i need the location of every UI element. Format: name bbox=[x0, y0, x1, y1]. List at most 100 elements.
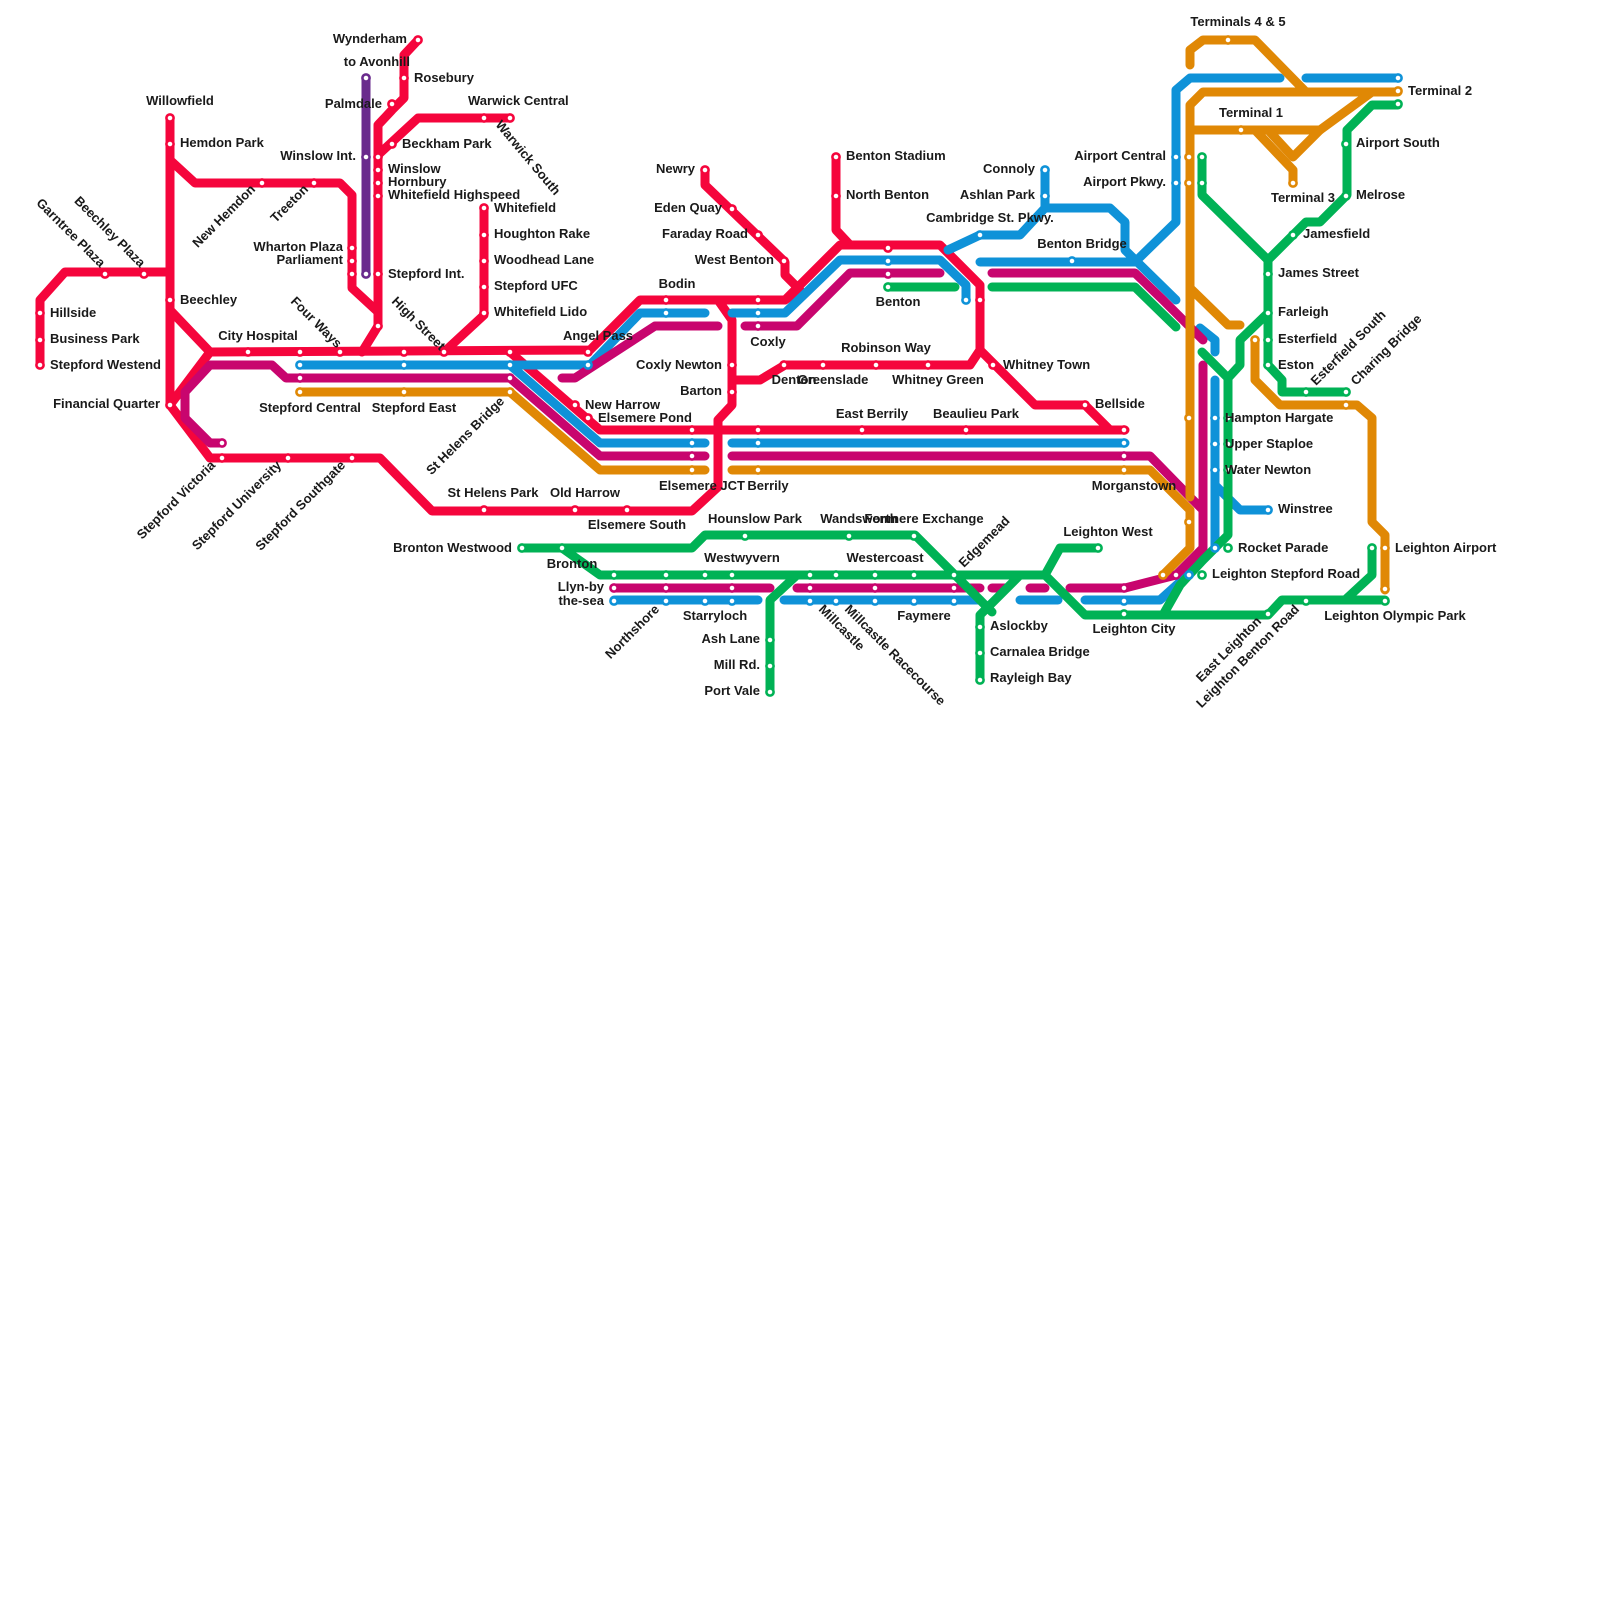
station-marker[interactable] bbox=[166, 296, 173, 303]
station-marker[interactable] bbox=[910, 532, 917, 539]
station-marker[interactable] bbox=[1224, 36, 1231, 43]
station-marker[interactable] bbox=[140, 270, 147, 277]
station-marker[interactable] bbox=[480, 283, 487, 290]
station-marker[interactable] bbox=[388, 100, 395, 107]
station-marker[interactable] bbox=[688, 426, 695, 433]
station-marker[interactable] bbox=[754, 439, 761, 446]
station-marker[interactable] bbox=[506, 348, 513, 355]
station-marker[interactable] bbox=[1381, 585, 1388, 592]
station-marker[interactable] bbox=[480, 114, 487, 121]
station-marker[interactable] bbox=[480, 257, 487, 264]
station-marker[interactable] bbox=[571, 401, 578, 408]
station-marker[interactable] bbox=[1172, 179, 1179, 186]
station-marker[interactable] bbox=[1264, 270, 1271, 277]
station-marker[interactable] bbox=[1120, 439, 1127, 446]
station-marker[interactable] bbox=[218, 439, 225, 446]
station-marker[interactable] bbox=[348, 270, 355, 277]
station-marker[interactable] bbox=[374, 166, 381, 173]
station-marker[interactable] bbox=[728, 584, 735, 591]
station-marker[interactable] bbox=[976, 623, 983, 630]
station-marker[interactable] bbox=[296, 374, 303, 381]
station-marker[interactable] bbox=[36, 336, 43, 343]
station-marker[interactable] bbox=[1081, 401, 1088, 408]
station-marker[interactable] bbox=[976, 676, 983, 683]
station-marker[interactable] bbox=[400, 361, 407, 368]
station-marker[interactable] bbox=[728, 571, 735, 578]
station-marker[interactable] bbox=[571, 506, 578, 513]
station-marker[interactable] bbox=[336, 348, 343, 355]
station-marker[interactable] bbox=[1264, 336, 1271, 343]
station-marker[interactable] bbox=[754, 466, 761, 473]
station-marker[interactable] bbox=[480, 309, 487, 316]
station-marker[interactable] bbox=[701, 597, 708, 604]
station-marker[interactable] bbox=[1211, 544, 1218, 551]
station-marker[interactable] bbox=[1289, 231, 1296, 238]
station-marker[interactable] bbox=[610, 584, 617, 591]
station-marker[interactable] bbox=[924, 361, 931, 368]
station-marker[interactable] bbox=[1381, 597, 1388, 604]
station-marker[interactable] bbox=[728, 205, 735, 212]
station-marker[interactable] bbox=[688, 466, 695, 473]
station-marker[interactable] bbox=[296, 361, 303, 368]
station-marker[interactable] bbox=[662, 597, 669, 604]
station-marker[interactable] bbox=[1120, 610, 1127, 617]
station-marker[interactable] bbox=[1302, 388, 1309, 395]
station-marker[interactable] bbox=[284, 454, 291, 461]
station-marker[interactable] bbox=[1198, 179, 1205, 186]
station-marker[interactable] bbox=[1342, 192, 1349, 199]
station-marker[interactable] bbox=[362, 153, 369, 160]
station-marker[interactable] bbox=[1120, 426, 1127, 433]
station-marker[interactable] bbox=[610, 571, 617, 578]
station-marker[interactable] bbox=[1120, 466, 1127, 473]
station-marker[interactable] bbox=[872, 361, 879, 368]
station-marker[interactable] bbox=[584, 361, 591, 368]
station-marker[interactable] bbox=[258, 179, 265, 186]
station-marker[interactable] bbox=[518, 544, 525, 551]
station-marker[interactable] bbox=[701, 571, 708, 578]
station-marker[interactable] bbox=[166, 401, 173, 408]
station-marker[interactable] bbox=[976, 649, 983, 656]
station-marker[interactable] bbox=[688, 439, 695, 446]
station-marker[interactable] bbox=[388, 140, 395, 147]
station-marker[interactable] bbox=[910, 571, 917, 578]
station-marker[interactable] bbox=[101, 270, 108, 277]
station-marker[interactable] bbox=[806, 597, 813, 604]
station-marker[interactable] bbox=[362, 74, 369, 81]
station-marker[interactable] bbox=[754, 296, 761, 303]
station-marker[interactable] bbox=[623, 506, 630, 513]
station-marker[interactable] bbox=[962, 426, 969, 433]
station-marker[interactable] bbox=[871, 597, 878, 604]
station-marker[interactable] bbox=[558, 544, 565, 551]
station-marker[interactable] bbox=[1211, 440, 1218, 447]
station-marker[interactable] bbox=[374, 322, 381, 329]
station-marker[interactable] bbox=[506, 388, 513, 395]
station-marker[interactable] bbox=[296, 388, 303, 395]
station-marker[interactable] bbox=[296, 348, 303, 355]
station-marker[interactable] bbox=[1185, 571, 1192, 578]
station-marker[interactable] bbox=[1094, 544, 1101, 551]
station-marker[interactable] bbox=[400, 348, 407, 355]
station-marker[interactable] bbox=[1120, 584, 1127, 591]
station-marker[interactable] bbox=[1159, 571, 1166, 578]
station-marker[interactable] bbox=[1264, 610, 1271, 617]
station-marker[interactable] bbox=[1289, 179, 1296, 186]
station-marker[interactable] bbox=[348, 244, 355, 251]
station-marker[interactable] bbox=[1342, 388, 1349, 395]
station-marker[interactable] bbox=[480, 204, 487, 211]
station-marker[interactable] bbox=[480, 506, 487, 513]
station-marker[interactable] bbox=[1198, 571, 1205, 578]
station-marker[interactable] bbox=[806, 571, 813, 578]
station-marker[interactable] bbox=[1368, 544, 1375, 551]
station-marker[interactable] bbox=[766, 688, 773, 695]
station-marker[interactable] bbox=[1237, 126, 1244, 133]
station-marker[interactable] bbox=[374, 153, 381, 160]
station-marker[interactable] bbox=[950, 597, 957, 604]
station-marker[interactable] bbox=[884, 283, 891, 290]
station-marker[interactable] bbox=[1264, 506, 1271, 513]
station-marker[interactable] bbox=[1264, 309, 1271, 316]
station-marker[interactable] bbox=[1211, 466, 1218, 473]
station-marker[interactable] bbox=[610, 597, 617, 604]
station-marker[interactable] bbox=[858, 426, 865, 433]
station-marker[interactable] bbox=[374, 270, 381, 277]
station-marker[interactable] bbox=[166, 140, 173, 147]
